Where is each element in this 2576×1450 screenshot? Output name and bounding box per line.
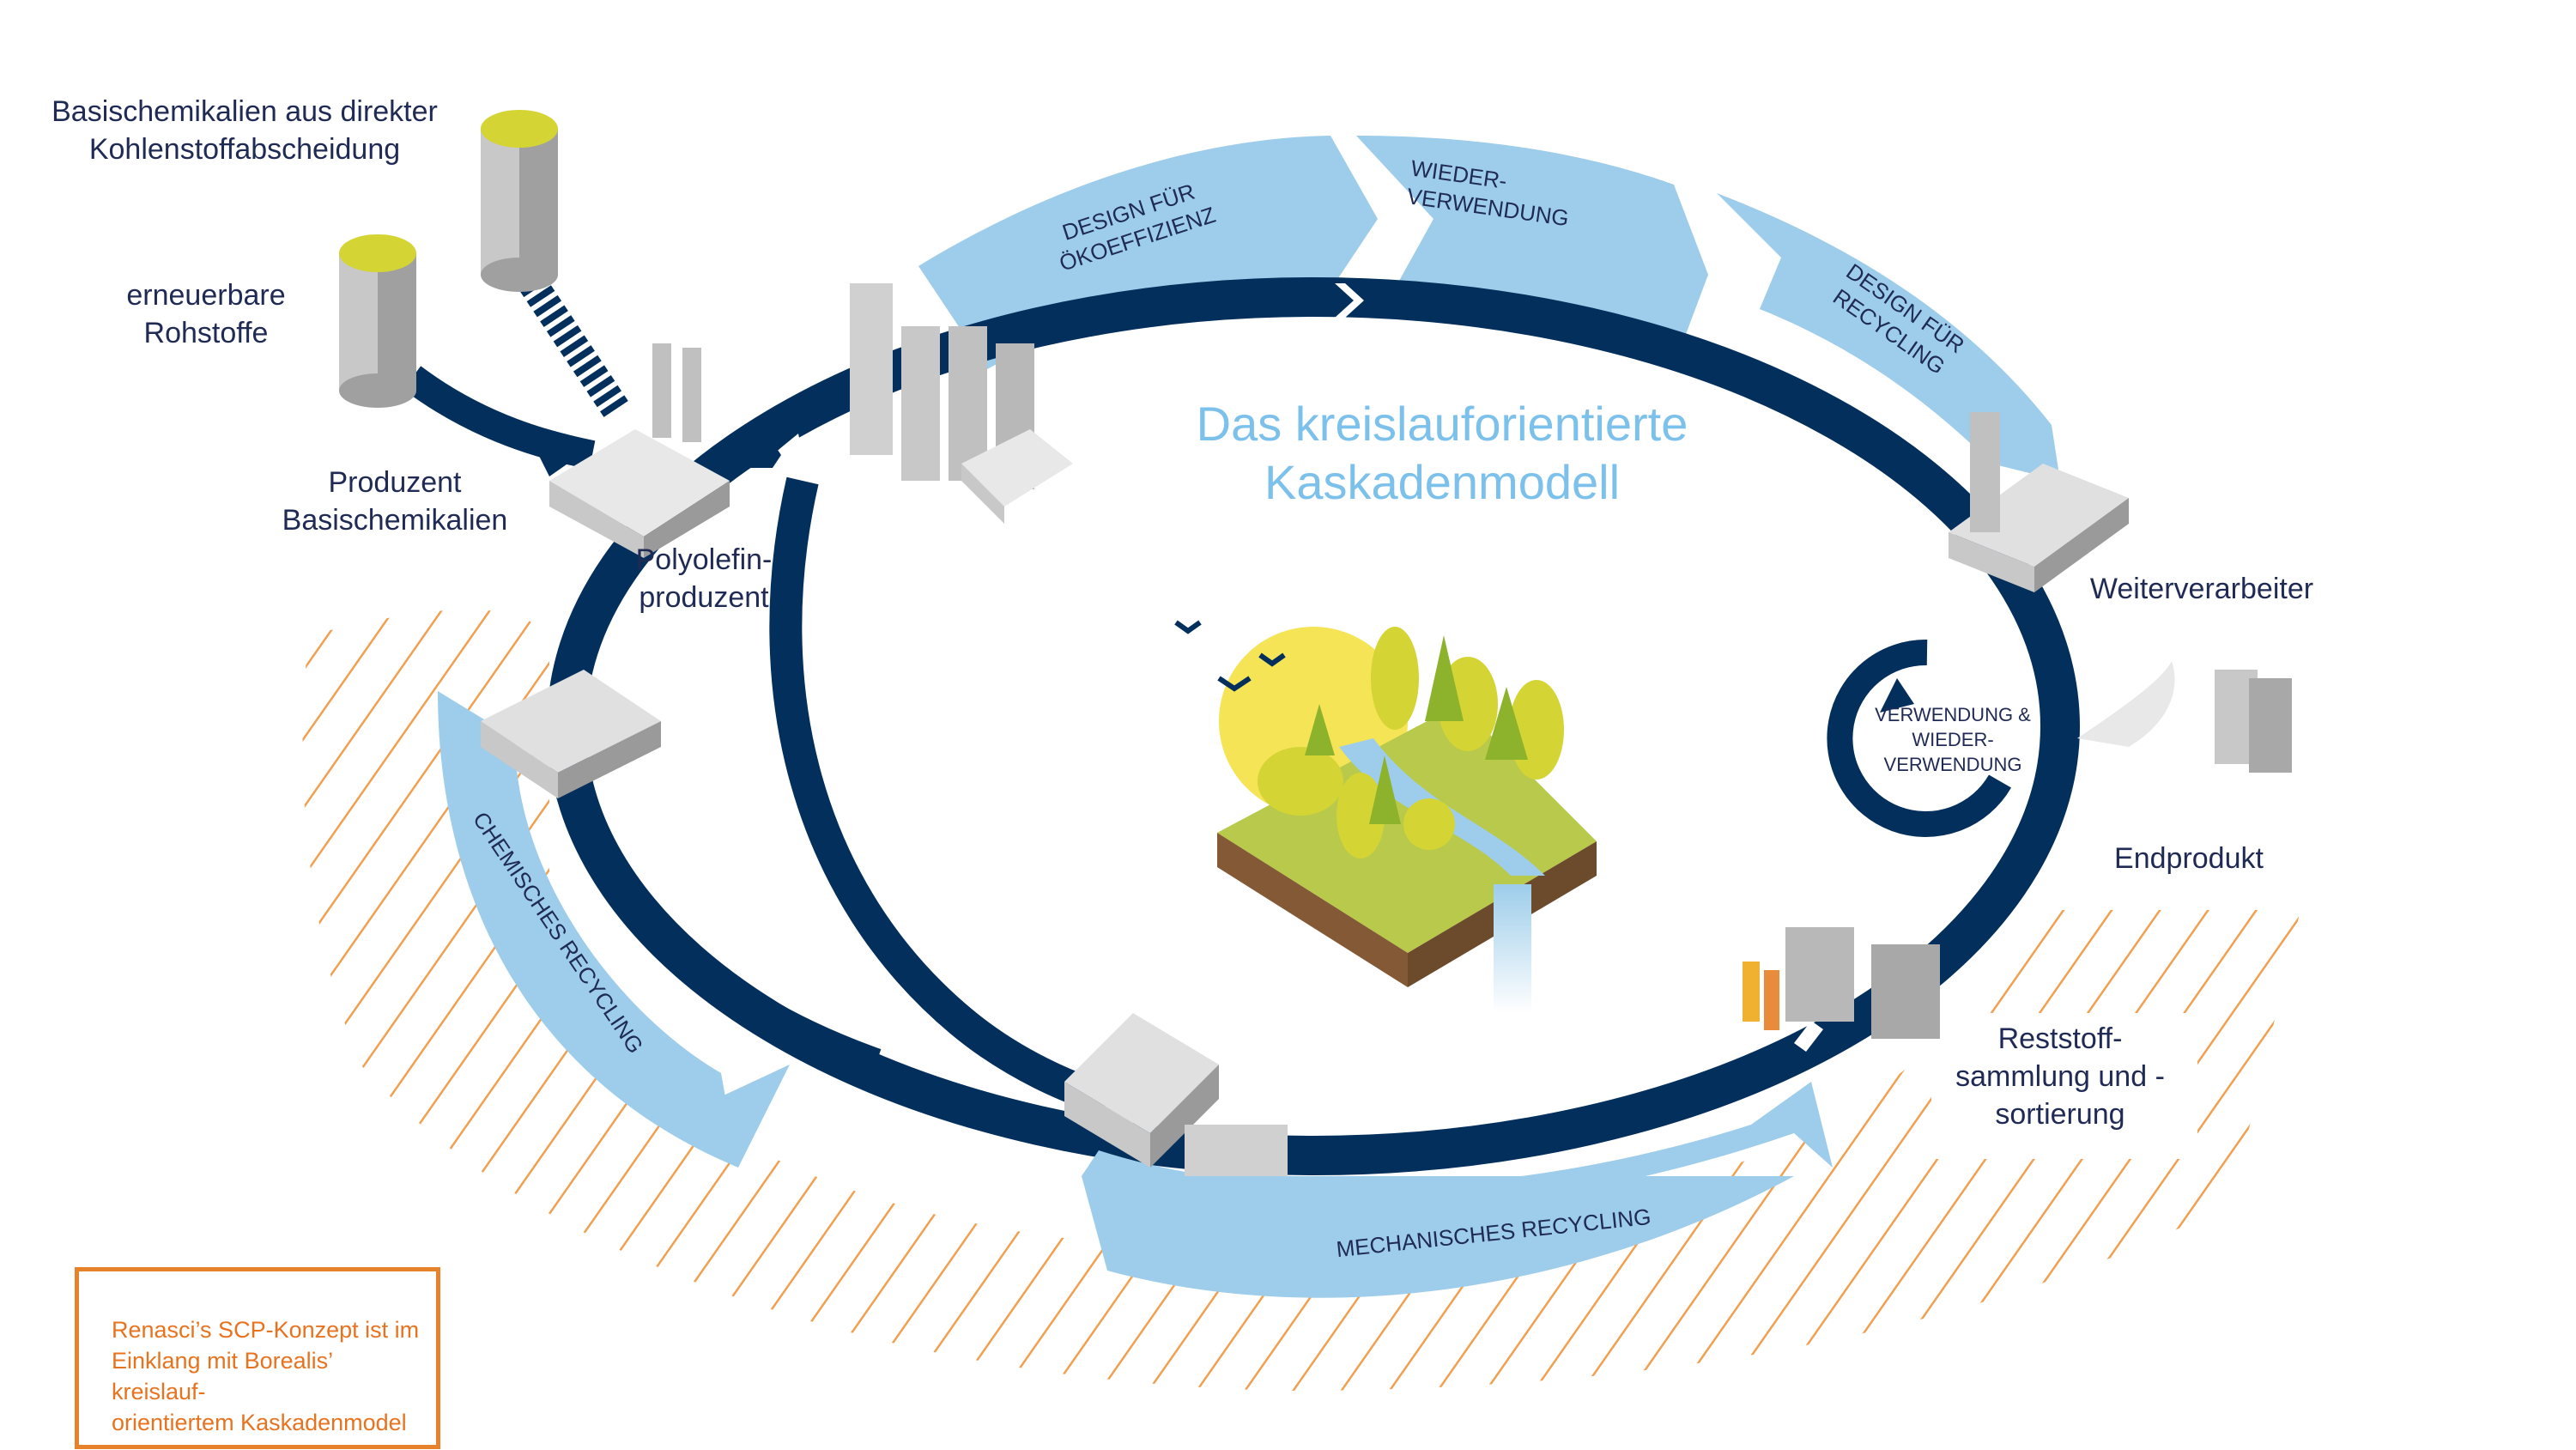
arrow-chemisches-recycling (438, 691, 790, 1168)
feed-arrows (403, 275, 781, 476)
inner-loop (586, 476, 1112, 1115)
conifer (1425, 635, 1464, 721)
label-verwendung: VERWENDUNG & WIEDER- VERWENDUNG (1875, 704, 2031, 775)
factory-chemical-recycling (481, 670, 661, 798)
reststoff-label-bg (1931, 1013, 2197, 1159)
label-endprodukt: Endprodukt (2114, 842, 2264, 875)
label-produzent: Produzent Basischemikalien (282, 466, 508, 537)
label-basischemikalien-dac: Basischemikalien aus direkter Kohlenstof… (52, 95, 438, 166)
landscape-illustration (1174, 620, 1597, 1013)
label-reststoff: Reststoff- sammlung und - sortierung (1955, 1022, 2165, 1131)
bird-icon (1174, 620, 1202, 634)
factory-mechanical-recycling (1064, 1013, 1288, 1176)
label-weiterverarbeiter: Weiterverarbeiter (2089, 573, 2314, 605)
tree (1403, 798, 1455, 850)
tree (1336, 773, 1385, 858)
conifer (1369, 755, 1401, 824)
reuse-loop (1827, 639, 2011, 837)
label-polyolefin: Polyolefin- produzent (635, 543, 773, 614)
barrel-icon-dac (481, 110, 558, 292)
conifer (1485, 687, 1528, 760)
arrow-design-recycling (1717, 193, 2060, 481)
waste-bins-icon (1743, 927, 1940, 1039)
arrow-mechanisches-recycling (1082, 1082, 1833, 1298)
waterfall (1494, 884, 1531, 1013)
note-box: Renasci’s SCP-Konzept ist im Einklang mi… (75, 1267, 440, 1449)
factory-converter (1949, 412, 2129, 592)
diagram-title: Das kreislauforientierte Kaskadenmodell (1196, 397, 1688, 509)
barrel-icon-renewables (339, 234, 416, 408)
factory-polyolefin (850, 283, 1073, 524)
end-product-icon (2077, 661, 2292, 773)
tree (1258, 747, 1343, 816)
bird-icon (1217, 676, 1252, 692)
tree (1371, 627, 1419, 730)
factory-basic-chemicals (549, 343, 730, 558)
bird-icon (1258, 652, 1286, 667)
label-erneuerbare-rohstoffe: erneuerbare Rohstoffe (126, 279, 286, 349)
conifer (1305, 704, 1335, 755)
ground-left (1217, 833, 1408, 987)
truck-icon (1185, 1125, 1288, 1176)
